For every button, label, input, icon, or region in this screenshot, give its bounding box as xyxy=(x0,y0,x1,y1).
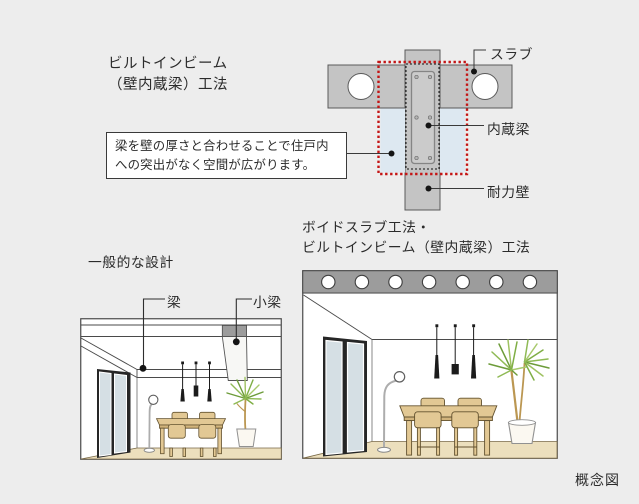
builtin-beam-highlight-outline xyxy=(377,60,469,176)
ceiling-slab-edge xyxy=(80,324,282,337)
pendant-lights xyxy=(180,361,212,402)
room-leader-lines xyxy=(139,298,252,372)
dining-table xyxy=(399,397,498,456)
label-built-in-beam: 内蔵梁 xyxy=(487,122,530,137)
description-line1: 梁を壁の厚さと合わせることで住戸内 xyxy=(115,139,329,153)
diagram-leader-lines xyxy=(346,49,486,189)
sliding-door xyxy=(323,336,367,457)
potted-plant xyxy=(226,376,264,447)
description-line2: への突出がなく空間が広がります。 xyxy=(115,158,316,172)
void-slab-illustration xyxy=(302,270,558,459)
void-slab-band xyxy=(302,270,558,294)
beam-zone-dotted-outline xyxy=(405,63,440,170)
general-design-title: 一般的な設計 xyxy=(88,255,174,270)
builtin-beam-title: ビルトインビーム （壁内蔵梁）工法 xyxy=(108,54,228,96)
builtin-beam-title-line2: （壁内蔵梁）工法 xyxy=(108,77,228,93)
description-box: 梁を壁の厚さと合わせることで住戸内 への突出がなく空間が広がります。 xyxy=(106,132,347,179)
floor-lamp xyxy=(377,370,406,453)
structural-section-diagram xyxy=(327,49,513,211)
room-space-highlight xyxy=(380,108,465,173)
embedded-beam xyxy=(410,70,436,165)
void-slab-title-line2: ビルトインビーム（壁内蔵梁）工法 xyxy=(302,240,531,255)
label-slab: スラブ xyxy=(490,47,533,62)
potted-plant xyxy=(488,339,550,445)
label-small-beam: 小梁 xyxy=(253,295,282,310)
concept-diagram-caption: 概念図 xyxy=(575,474,620,489)
pendant-lights xyxy=(434,324,477,379)
void-slab-title: ボイドスラブ工法・ ビルトインビーム（壁内蔵梁）工法 xyxy=(302,218,530,258)
flat-ceiling-lines xyxy=(303,294,557,340)
small-beam-cross-section xyxy=(221,324,248,337)
small-beam-drop xyxy=(221,336,248,381)
diagram-leader-dots xyxy=(388,68,477,192)
label-beam: 梁 xyxy=(167,295,182,310)
builtin-beam-title-line1: ビルトインビーム xyxy=(108,56,228,72)
void-slab-title-line1: ボイドスラブ工法・ xyxy=(302,220,431,235)
sliding-door xyxy=(97,369,131,458)
label-bearing-wall: 耐力壁 xyxy=(487,185,530,200)
dining-table xyxy=(155,411,227,457)
general-design-illustration xyxy=(80,298,282,460)
floor-lamp xyxy=(143,394,159,453)
